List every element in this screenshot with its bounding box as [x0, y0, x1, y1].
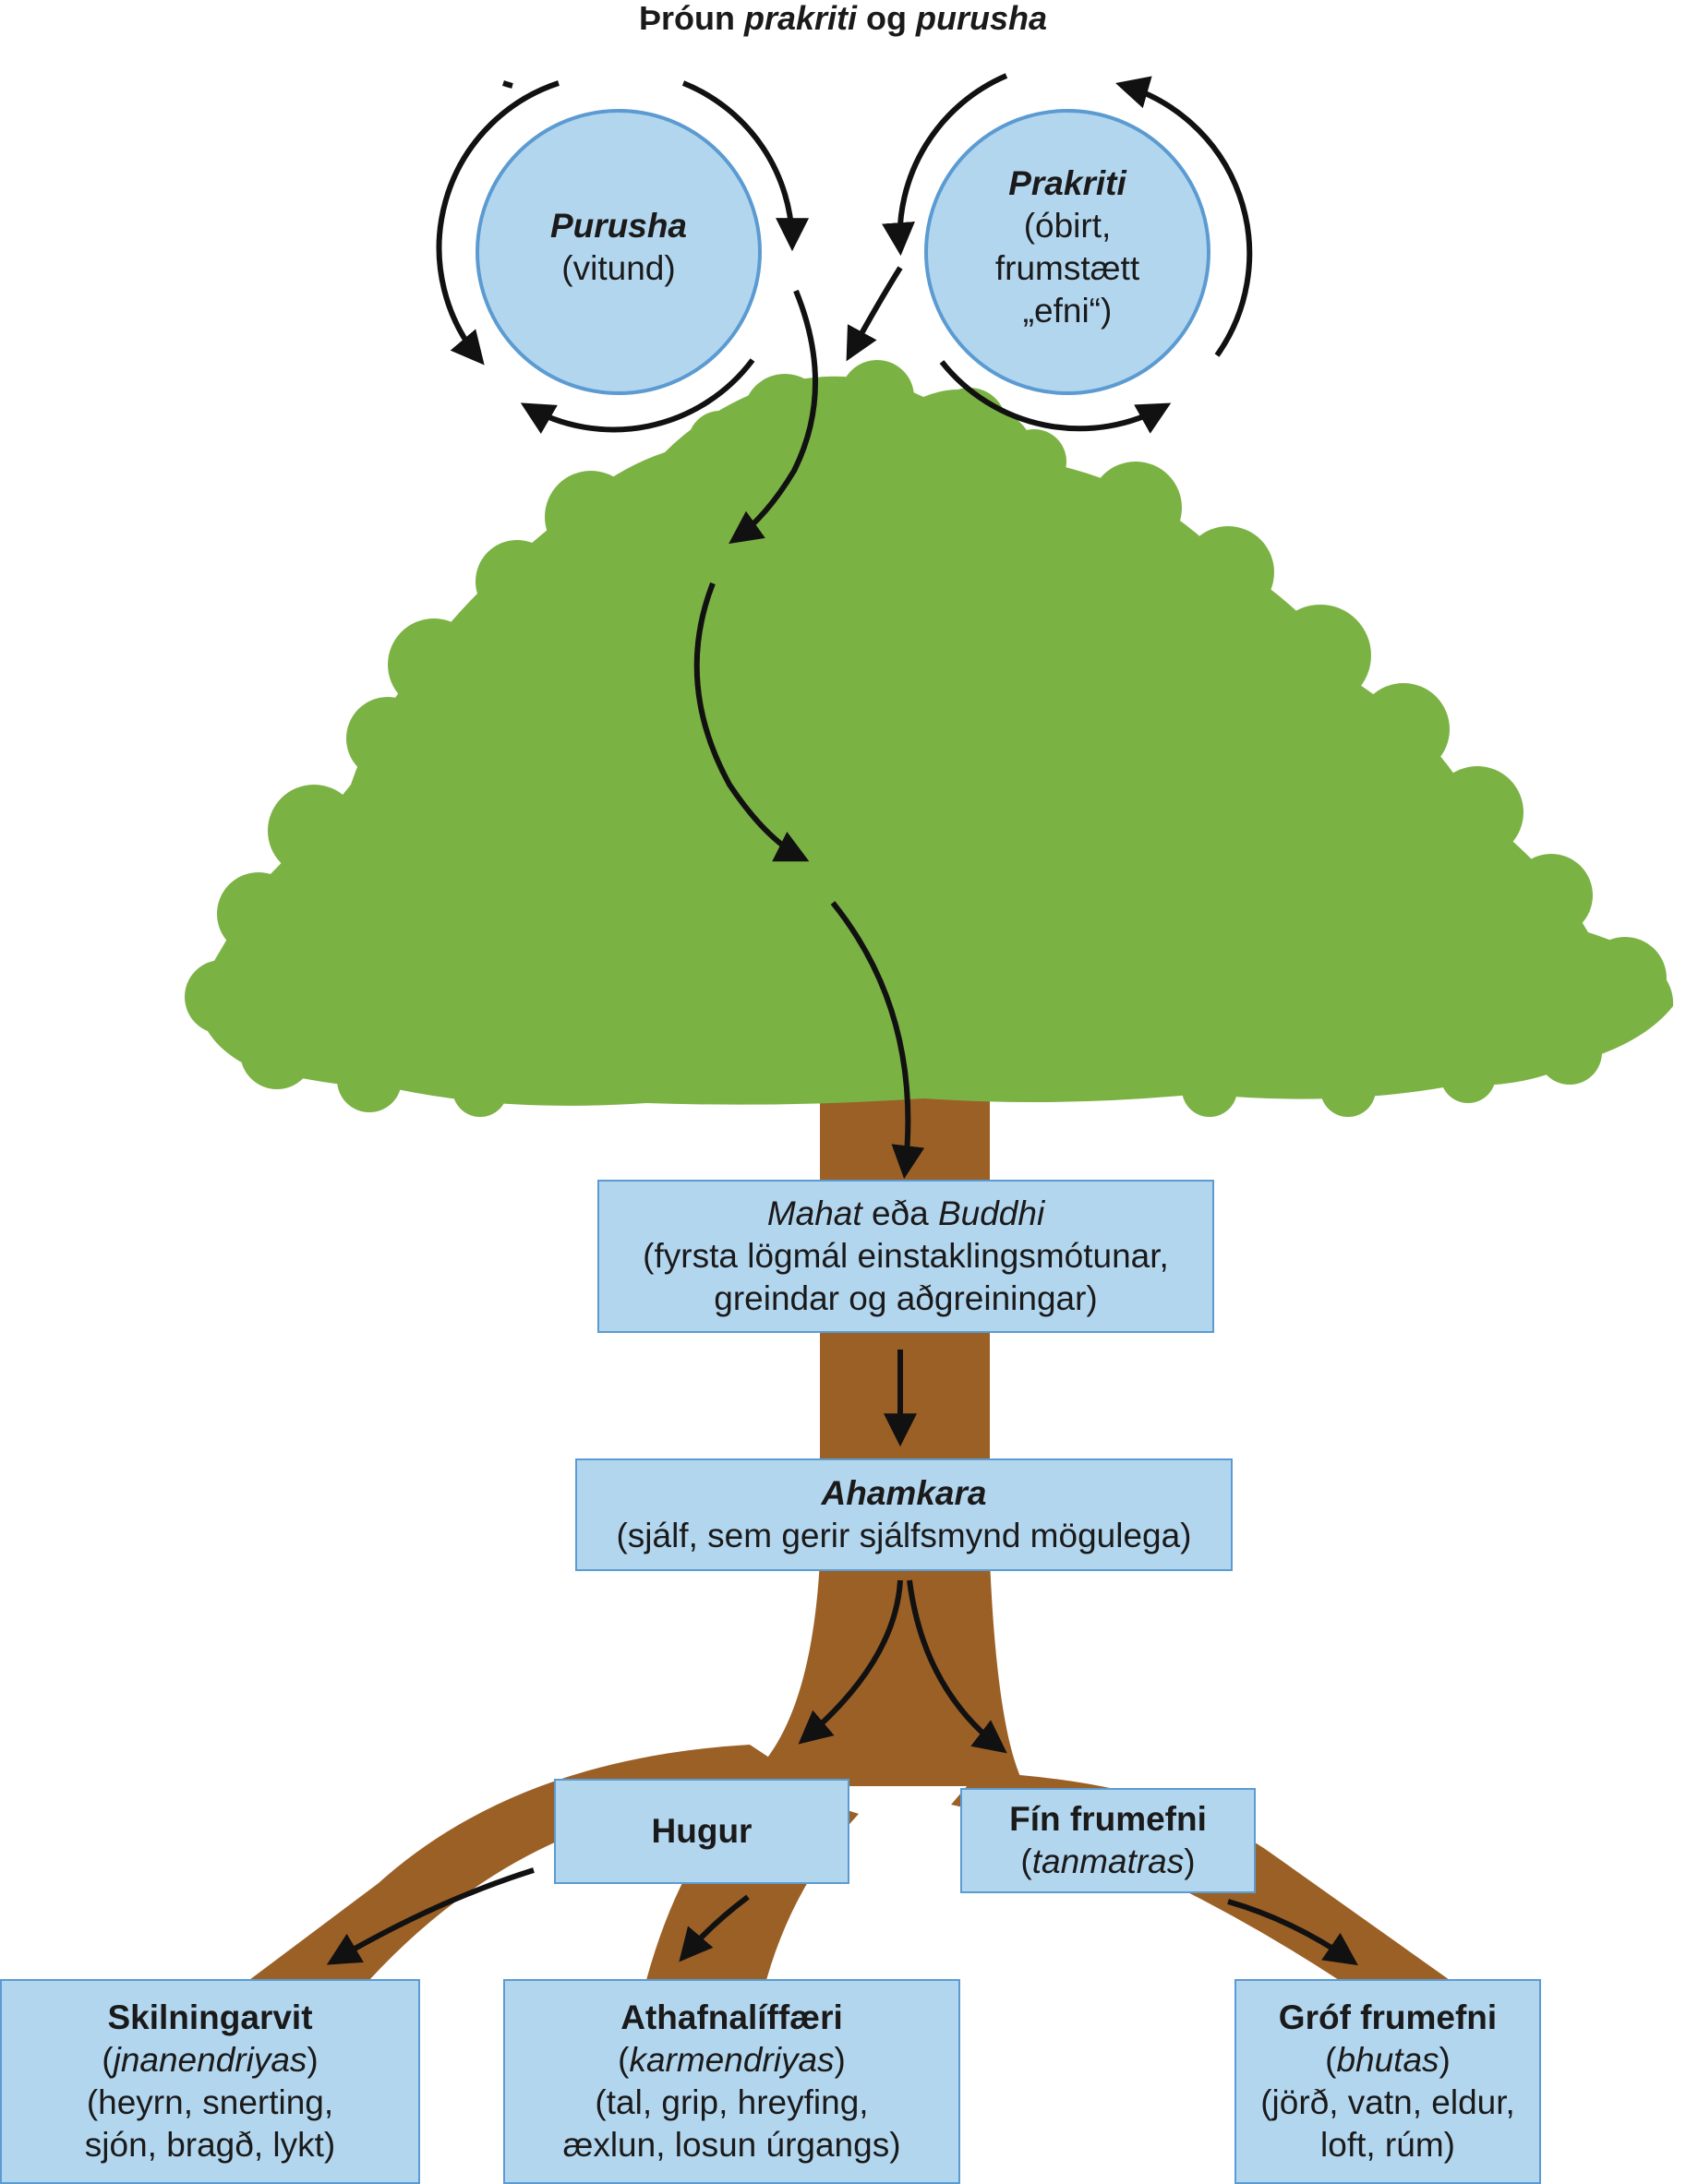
tanmatras-name: Fín frumefni — [1009, 1800, 1207, 1838]
prakriti-cycle-arrows — [882, 73, 1253, 434]
ahamkara-name: Ahamkara — [821, 1474, 987, 1512]
mahat-term: Mahat — [766, 1194, 862, 1232]
tanmatras-box: Fín frumefni (tanmatras) — [960, 1788, 1256, 1893]
tree-canopy — [185, 360, 1674, 1117]
athafnaliffaeri-list-line-1: (tal, grip, hreyfing, — [595, 2083, 869, 2121]
prakriti-description-line-2: frumstætt — [994, 249, 1140, 287]
purusha-label: Purusha (vitund) — [480, 205, 757, 290]
flow-arrows — [326, 266, 1358, 1966]
grof-list-line-1: (jörð, vatn, eldur, — [1260, 2083, 1515, 2121]
prakriti-label: Prakriti (óbirt, frumstætt „efni“) — [929, 162, 1206, 332]
ahamkara-description: (sjálf, sem gerir sjálfsmynd mögulega) — [616, 1517, 1192, 1554]
prakriti-circle — [924, 109, 1210, 395]
mahat-buddhi-box: Mahat eða Buddhi (fyrsta lögmál einstakl… — [597, 1180, 1214, 1333]
grof-term-line: (bhutas) — [1325, 2041, 1451, 2079]
athafnaliffaeri-name: Athafnalíffæri — [620, 1998, 843, 2036]
skilningarvit-box: Skilningarvit (jnanendriyas) (heyrn, sne… — [0, 1979, 420, 2184]
grof-frumefni-box: Gróf frumefni (bhutas) (jörð, vatn, eldu… — [1234, 1979, 1541, 2184]
mahat-conjunction: eða — [871, 1194, 929, 1232]
grof-list-line-2: loft, rúm) — [1320, 2126, 1455, 2164]
purusha-cycle-arrows — [436, 80, 810, 435]
grof-term: bhutas — [1336, 2041, 1439, 2079]
buddhi-term: Buddhi — [937, 1194, 1045, 1232]
athafnaliffaeri-term-line: (karmendriyas) — [618, 2041, 846, 2079]
tanmatras-term-line: (tanmatras) — [1020, 1842, 1196, 1880]
ahamkara-box: Ahamkara (sjálf, sem gerir sjálfsmynd mö… — [575, 1458, 1233, 1571]
skilningarvit-term-line: (jnanendriyas) — [102, 2041, 319, 2079]
title-term-purusha: purusha — [916, 0, 1048, 37]
skilningarvit-name: Skilningarvit — [107, 1998, 313, 2036]
title-conjunction: og — [866, 0, 908, 37]
purusha-name: Purusha — [549, 207, 688, 245]
prakriti-name: Prakriti — [1008, 164, 1126, 202]
mahat-description-line-2: greindar og aðgreiningar) — [714, 1279, 1098, 1317]
athafnaliffaeri-list-line-2: æxlun, losun úrgangs) — [562, 2126, 901, 2164]
diagram-title: Þróun prakriti og purusha — [0, 0, 1686, 37]
hugur-box: Hugur — [554, 1779, 849, 1884]
title-prefix: Þróun — [638, 0, 735, 37]
skilningarvit-list-line-2: sjón, bragð, lykt) — [84, 2126, 336, 2164]
purusha-circle — [476, 109, 762, 395]
skilningarvit-list-line-1: (heyrn, snerting, — [86, 2083, 334, 2121]
purusha-description: (vitund) — [561, 249, 676, 287]
mahat-description-line-1: (fyrsta lögmál einstaklingsmótunar, — [643, 1237, 1169, 1275]
prakriti-description-line-1: (óbirt, — [1023, 207, 1112, 245]
skilningarvit-term: jnanendriyas — [113, 2041, 307, 2079]
athafnaliffaeri-box: Athafnalíffæri (karmendriyas) (tal, grip… — [503, 1979, 960, 2184]
athafnaliffaeri-term: karmendriyas — [629, 2041, 835, 2079]
hugur-name: Hugur — [651, 1812, 753, 1850]
title-term-prakriti: prakriti — [743, 0, 858, 37]
tanmatras-term: tanmatras — [1031, 1842, 1185, 1880]
grof-name: Gróf frumefni — [1278, 1998, 1498, 2036]
mahat-heading: Mahat eða Buddhi — [767, 1193, 1044, 1235]
prakriti-description-line-3: „efni“) — [1022, 292, 1113, 330]
